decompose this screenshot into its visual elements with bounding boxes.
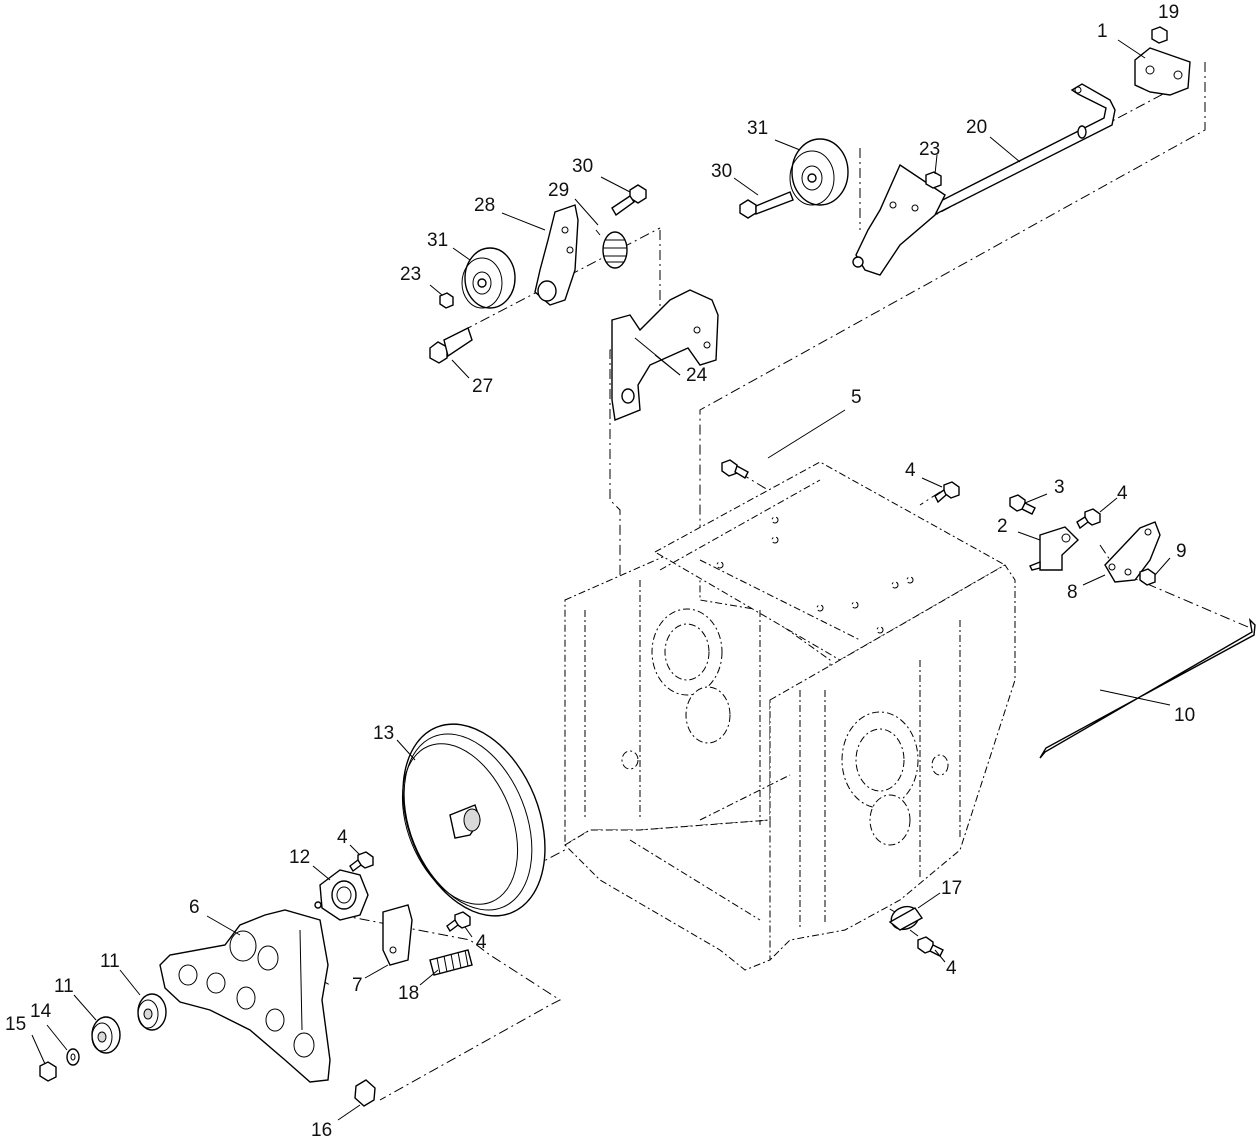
callout-13: 13 — [373, 723, 395, 744]
pulley-31-left — [461, 247, 516, 309]
callout-4-lower: 4 — [476, 932, 487, 953]
callout-7: 7 — [352, 975, 363, 996]
callout-31-left: 31 — [427, 230, 449, 251]
callout-8: 8 — [1067, 582, 1078, 603]
bracket-7 — [382, 904, 413, 966]
bolt-3 — [1009, 494, 1036, 515]
bolt-4-right-top — [934, 481, 960, 504]
callout-23-left: 23 — [400, 264, 422, 285]
callout-11-inner: 11 — [100, 951, 120, 972]
bracket-2 — [1029, 526, 1080, 571]
bolt-4-pulley — [349, 851, 374, 873]
bearing-11-inner — [137, 993, 167, 1031]
callout-10: 10 — [1174, 705, 1196, 726]
callout-4-bottom: 4 — [946, 958, 957, 979]
callout-30-left: 30 — [572, 156, 594, 177]
rod-20 — [914, 83, 1116, 223]
bolt-4-lower — [446, 911, 471, 933]
callout-27: 27 — [472, 376, 494, 397]
callout-9: 9 — [1176, 541, 1187, 562]
pulley-13 — [401, 723, 546, 917]
idler-arm-28 — [534, 204, 579, 306]
bearing-11-outer — [91, 1016, 121, 1054]
callout-15: 15 — [5, 1014, 27, 1035]
spring-18 — [429, 949, 473, 976]
pulley-31-right — [789, 138, 849, 206]
callout-28: 28 — [474, 195, 496, 216]
leader-lines — [31, 39, 1171, 1121]
callout-14: 14 — [30, 1001, 52, 1022]
callout-20: 20 — [966, 117, 988, 138]
lever-8 — [1104, 521, 1161, 583]
nut-15 — [39, 1061, 57, 1082]
bearing-flange-12 — [314, 869, 369, 921]
callout-3: 3 — [1054, 477, 1065, 498]
frame-housing — [564, 461, 1016, 971]
nut-19 — [1151, 26, 1168, 44]
callout-5: 5 — [851, 387, 862, 408]
callout-23-right: 23 — [919, 139, 941, 160]
nut-23-left — [439, 292, 454, 309]
bolt-30-right — [739, 191, 794, 219]
nut-9 — [1139, 568, 1156, 586]
bracket-24 — [611, 289, 719, 421]
rod-10 — [1039, 617, 1256, 759]
callout-30-right: 30 — [711, 161, 733, 182]
spring-29 — [595, 229, 628, 269]
callout-16: 16 — [311, 1120, 333, 1141]
callout-24: 24 — [686, 365, 708, 386]
cover-17 — [888, 905, 924, 931]
bolt-4-right — [1076, 508, 1101, 530]
idler-arm-right — [852, 163, 946, 276]
callout-4-top: 4 — [905, 460, 916, 481]
callout-4-pulley: 4 — [337, 827, 348, 848]
nut-23-right — [925, 171, 942, 189]
bolt-4-top — [721, 459, 749, 479]
housing-plate-6 — [159, 909, 331, 1083]
callout-4-right: 4 — [1117, 483, 1128, 504]
callout-2: 2 — [997, 516, 1008, 537]
shoulder-bolt-27 — [429, 327, 473, 364]
bracket-1 — [1134, 47, 1191, 96]
bolt-4-bottom — [917, 936, 944, 957]
washer-14 — [66, 1048, 80, 1066]
callout-19: 19 — [1158, 2, 1180, 23]
callout-18: 18 — [398, 983, 420, 1004]
callout-11-outer: 11 — [54, 976, 74, 997]
callout-17: 17 — [941, 878, 963, 899]
callout-1: 1 — [1097, 21, 1108, 42]
callout-12: 12 — [289, 847, 311, 868]
callout-6: 6 — [189, 897, 200, 918]
plug-16 — [354, 1079, 376, 1107]
callout-31-right: 31 — [747, 118, 769, 139]
callout-29: 29 — [548, 180, 570, 201]
bolt-30-left — [611, 184, 647, 217]
